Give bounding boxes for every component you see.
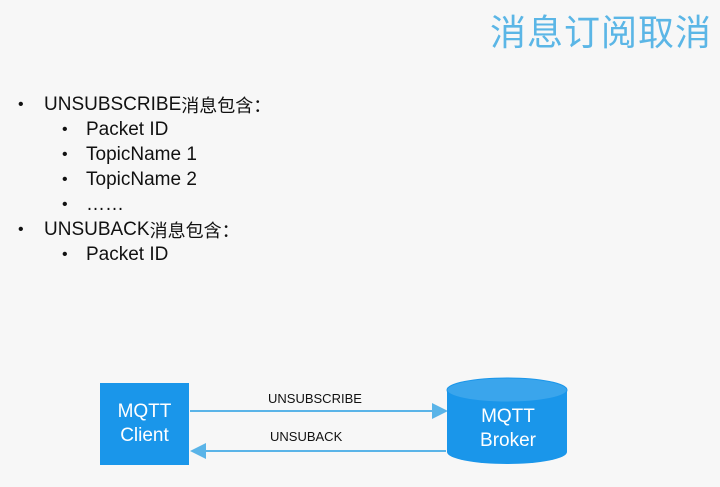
slide-title: 消息订阅取消 (489, 13, 712, 54)
bullet-text: TopicName 1 (86, 143, 197, 165)
bullet-dot-icon: • (18, 220, 24, 238)
bullet-topicname-1: • TopicName 1 (18, 142, 271, 167)
bullet-packet-id: • Packet ID (18, 117, 271, 142)
bullet-text: Packet ID (86, 243, 169, 265)
unsubscribe-label: UNSUBSCRIBE (268, 391, 362, 406)
bullet-text: Packet ID (86, 118, 169, 140)
bullet-topicname-2: • TopicName 2 (18, 167, 271, 192)
mqtt-broker-label: MQTT Broker (448, 405, 568, 453)
client-label-line2: Client (120, 425, 169, 446)
bullet-packet-id-2: • Packet ID (18, 242, 271, 267)
mqtt-client-box: MQTT Client (100, 383, 189, 465)
bullet-dot-icon: • (62, 195, 68, 213)
client-label-line1: MQTT (117, 401, 172, 422)
broker-label-line1: MQTT (481, 406, 535, 427)
bullet-suffix: 消息包含： (149, 220, 240, 242)
bullet-ellipsis: • …… (18, 192, 271, 217)
bullet-dot-icon: • (62, 120, 68, 138)
unsuback-label: UNSUBACK (270, 429, 343, 444)
bullet-dot-icon: • (62, 245, 68, 263)
bullet-text: …… (86, 193, 124, 215)
bullet-dot-icon: • (62, 170, 68, 188)
bullet-text: UNSUBSCRIBE (44, 93, 182, 115)
bullet-text: UNSUBACK (44, 218, 150, 240)
bullet-text: TopicName 2 (86, 168, 197, 190)
bullet-dot-icon: • (18, 95, 24, 113)
bullet-suffix: 消息包含： (181, 95, 272, 117)
broker-cylinder (446, 377, 568, 464)
broker-label-line2: Broker (480, 430, 536, 451)
bullet-dot-icon: • (62, 145, 68, 163)
